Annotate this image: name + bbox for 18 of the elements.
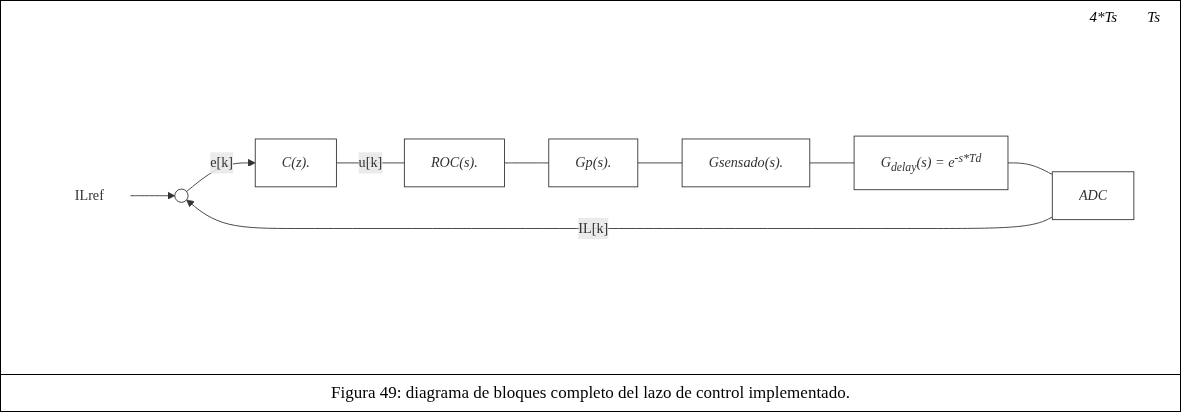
node-circle (173, 188, 189, 203)
node-box: Gsensado(s). (681, 138, 810, 188)
connector (808, 162, 855, 164)
node-box: Gp(s). (547, 138, 638, 188)
node-text: ILref (74, 187, 104, 203)
node-box: ADC (1051, 171, 1134, 220)
sampling-period-label: Ts (1147, 9, 1160, 26)
edge-label: e[k] (209, 154, 233, 170)
connector (636, 162, 683, 164)
figure-caption: Figura 49: diagrama de bloques completo del lazo de control implementado. (1, 374, 1180, 411)
connector (1007, 162, 1053, 175)
node-box: G$_{delay}$(s) = e$^{-s*Td}$ (853, 135, 1008, 191)
node-box: ROC(s). (403, 138, 505, 188)
edge-label: u[k] (358, 154, 382, 170)
node-box: C(z). (254, 138, 337, 188)
edge-label: IL[k] (577, 220, 608, 236)
sampling-period-label: 4*Ts (1089, 9, 1118, 26)
connector (503, 162, 549, 164)
